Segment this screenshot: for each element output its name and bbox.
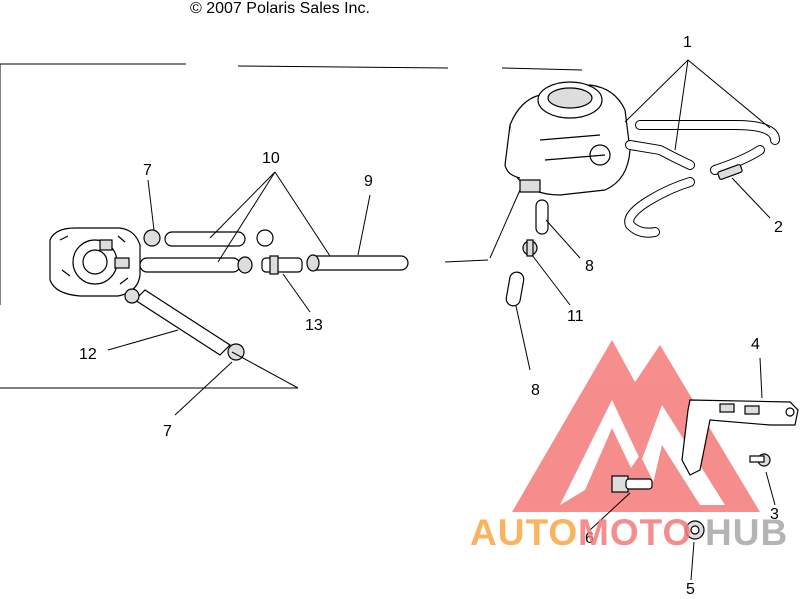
callout-5: 5 [686, 581, 695, 598]
callout-2: 2 [774, 219, 783, 236]
watermark-text-auto: AUTO [470, 512, 579, 553]
bracket-4 [681, 399, 799, 476]
callout-7-upper: 7 [143, 162, 152, 179]
callout-13: 13 [305, 317, 323, 334]
callout-12: 12 [79, 346, 97, 363]
callout-8-lower: 8 [531, 382, 540, 399]
callout-7-lower: 7 [163, 423, 172, 440]
hose-set-10 [139, 229, 274, 274]
callout-10: 10 [262, 150, 280, 167]
bolt-6 [611, 475, 653, 493]
callout-8-upper: 8 [585, 258, 594, 275]
fitting-11 [522, 239, 538, 257]
nut-5 [685, 520, 705, 540]
callout-3: 3 [770, 506, 779, 523]
fitting-2 [717, 164, 743, 180]
frame-lines [0, 63, 583, 389]
carburetor [504, 81, 631, 196]
hose-8-upper [535, 199, 549, 235]
fuel-pump [49, 227, 141, 297]
callout-9: 9 [364, 173, 373, 190]
callout-11: 11 [567, 308, 584, 325]
vent-hoses-1 [624, 120, 780, 238]
watermark-triangle-inner-left [560, 400, 645, 505]
watermark-text-hub: HUB [705, 512, 789, 553]
fitting-13 [261, 255, 303, 275]
hose-9 [306, 254, 409, 272]
hose-12 [124, 288, 245, 361]
watermark-text-moto: MOTO [578, 512, 693, 553]
callout-4: 4 [751, 336, 760, 353]
bolt-3 [749, 453, 771, 467]
hose-8-lower [505, 271, 525, 307]
leader-lines [107, 59, 776, 581]
callout-1: 1 [683, 34, 692, 51]
callout-6: 6 [585, 530, 594, 547]
copyright-text: © 2007 Polaris Sales Inc. [190, 0, 370, 17]
